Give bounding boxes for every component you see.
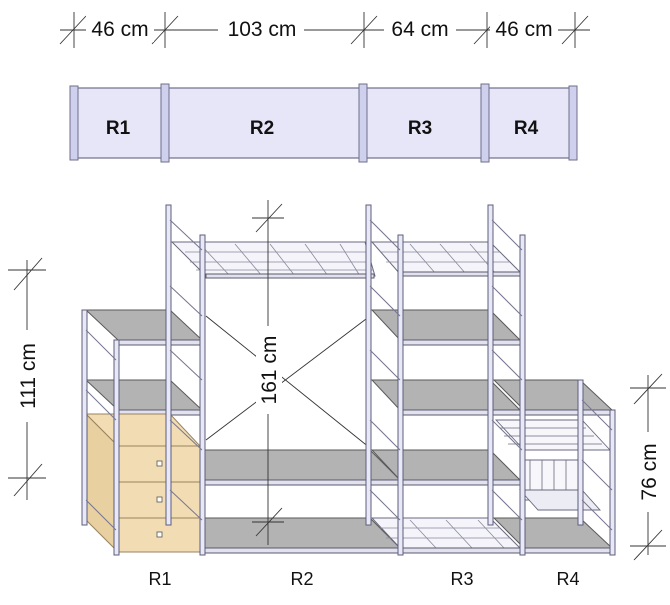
- r3-top-wire-shelf: [370, 241, 524, 277]
- bottom-label-r4: R4: [556, 569, 579, 589]
- r2-top-wire-shelf: [170, 241, 376, 279]
- dim-label-center-height: 161 cm: [258, 336, 281, 405]
- bottom-label-r2: R2: [290, 569, 313, 589]
- plan-label-r2: R2: [250, 118, 274, 139]
- dim-label-r1-width: 46 cm: [91, 18, 148, 41]
- shelving-unit: [81, 204, 616, 556]
- frame-posts: [81, 204, 616, 556]
- r2-shelves: [204, 449, 402, 554]
- right-height-dimension: 76 cm: [630, 373, 666, 561]
- dim-label-left-height: 111 cm: [17, 343, 40, 409]
- r1-drawer-cabinet: [84, 412, 202, 554]
- plan-label-r1: R1: [106, 118, 131, 139]
- r1-shelves: [84, 309, 204, 416]
- top-dimension-line: 46 cm 103 cm 64 cm 46 cm: [59, 12, 590, 48]
- drawer-knob-icon: [156, 460, 163, 467]
- dim-label-right-height: 76 cm: [638, 443, 661, 500]
- dim-label-r3-width: 64 cm: [391, 18, 448, 41]
- r3-shelves: [370, 309, 522, 554]
- plan-label-r3: R3: [408, 118, 432, 139]
- r4-wire-basket-2: [518, 459, 602, 511]
- plan-view: R1 R2 R3 R4: [69, 83, 578, 163]
- plan-label-r4: R4: [514, 118, 539, 139]
- drawer-knob-icon: [156, 531, 163, 538]
- dim-label-r4-width: 46 cm: [495, 18, 552, 41]
- left-height-dimension: 111 cm: [8, 257, 46, 500]
- dim-label-r2-width: 103 cm: [228, 18, 297, 41]
- r4-wire-basket-1: [494, 419, 612, 451]
- bottom-label-r3: R3: [450, 569, 473, 589]
- bottom-module-labels: R1 R2 R3 R4: [148, 569, 579, 589]
- drawer-knob-icon: [156, 496, 163, 503]
- bottom-label-r1: R1: [148, 569, 171, 589]
- r2-cross-brace: [205, 315, 371, 449]
- center-height-dimension: 161 cm: [252, 200, 284, 545]
